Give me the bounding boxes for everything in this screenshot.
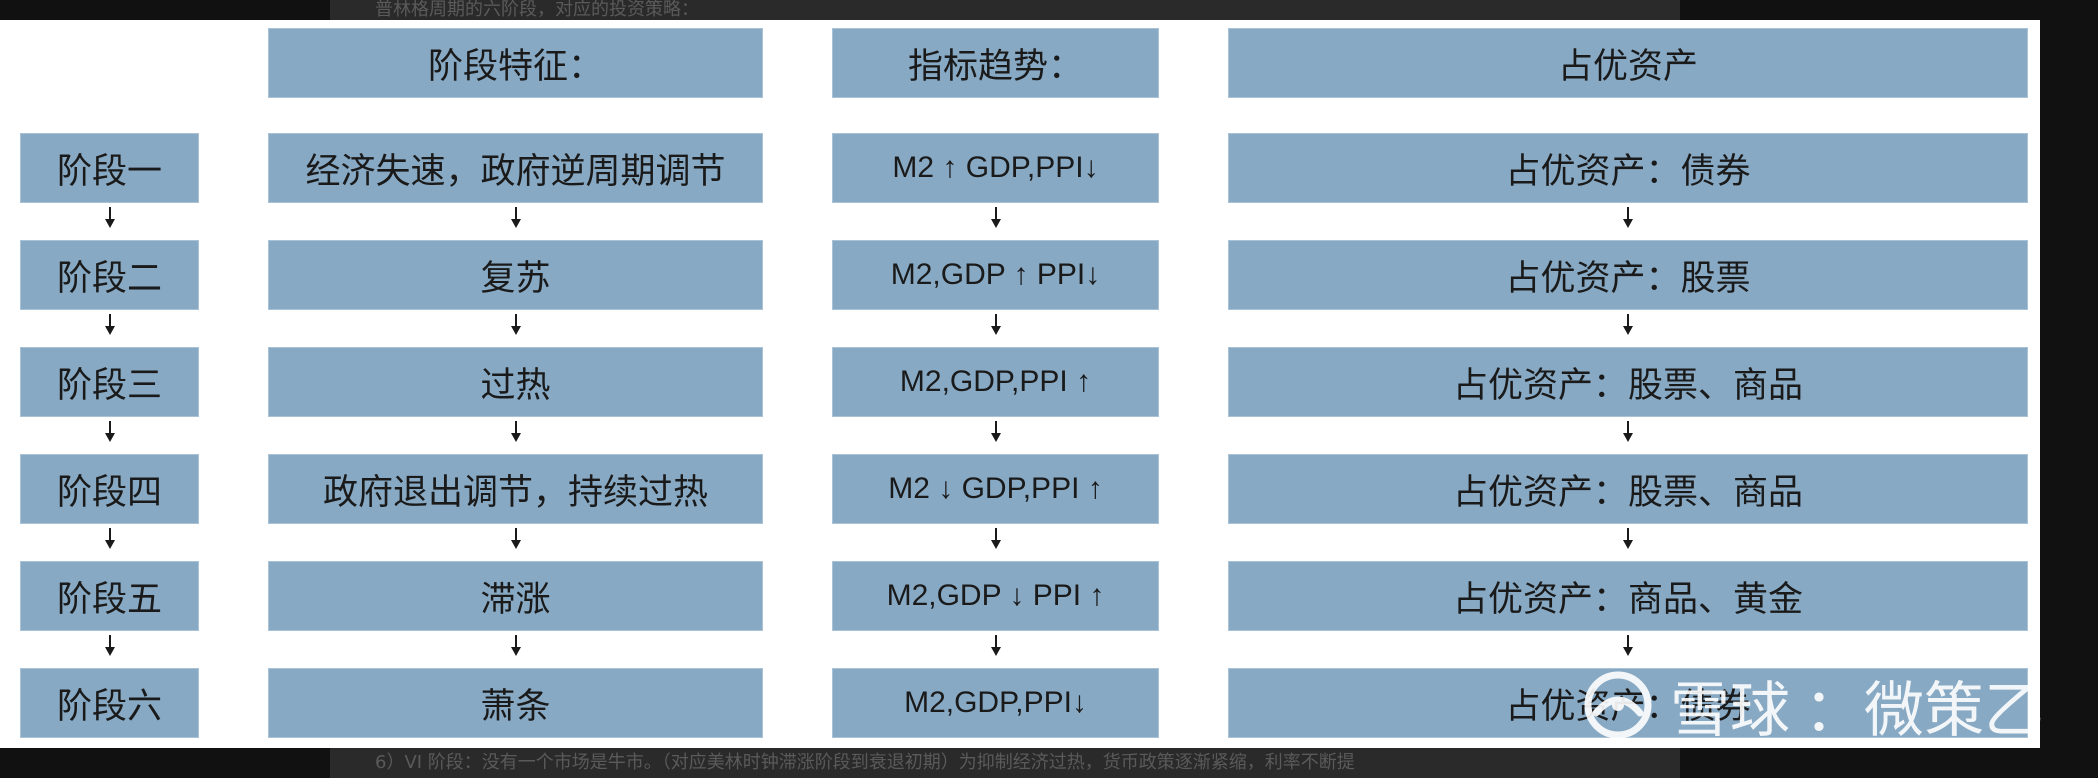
stage-label: 阶段四 — [20, 454, 199, 524]
stage-indicator: M2,GDP ↓ PPI ↑ — [832, 561, 1159, 631]
watermark-author: ：微策乙 — [1804, 675, 2044, 746]
stage-label: 阶段五 — [20, 561, 199, 631]
header-features: 阶段特征： — [268, 28, 763, 98]
stage-asset: 占优资产：股票、商品 — [1228, 347, 2028, 417]
header-indicators: 指标趋势： — [832, 28, 1159, 98]
bottom-caption: 6）VI 阶段：没有一个市场是牛市。（对应美林时钟滞涨阶段到衰退初期）为抑制经济… — [330, 748, 1680, 778]
stage-feature: 经济失速，政府逆周期调节 — [268, 133, 763, 203]
stage-asset: 占优资产：商品、黄金 — [1228, 561, 2028, 631]
investment-strategy-diagram: 阶段特征： 指标趋势： 占优资产 阶段一经济失速，政府逆周期调节 M2 ↑ GDP… — [0, 20, 2040, 748]
stage-asset: 占优资产：股票 — [1228, 240, 2028, 310]
stage-indicator: M2,GDP,PPI↓ — [832, 668, 1159, 738]
stage-feature: 政府退出调节，持续过热 — [268, 454, 763, 524]
stage-label: 阶段三 — [20, 347, 199, 417]
stage-indicator: M2 ↑ GDP,PPI↓ — [832, 133, 1159, 203]
stage-label: 阶段二 — [20, 240, 199, 310]
stage-indicator: M2,GDP,PPI ↑ — [832, 347, 1159, 417]
header-assets: 占优资产 — [1228, 28, 2028, 98]
stage-label: 阶段六 — [20, 668, 199, 738]
stage-label: 阶段一 — [20, 133, 199, 203]
watermark: 雪球 ：微策乙 — [1580, 665, 2044, 746]
stage-feature: 复苏 — [268, 240, 763, 310]
watermark-brand: 雪球 — [1670, 675, 1790, 746]
stage-asset: 占优资产：债券 — [1228, 133, 2028, 203]
stage-feature: 滞涨 — [268, 561, 763, 631]
stage-feature: 萧条 — [268, 668, 763, 738]
stage-feature: 过热 — [268, 347, 763, 417]
xueqiu-logo-icon — [1580, 667, 1656, 743]
stage-indicator: M2 ↓ GDP,PPI ↑ — [832, 454, 1159, 524]
top-caption: 普林格周期的六阶段，对应的投资策略： — [330, 0, 1680, 20]
stage-asset: 占优资产：股票、商品 — [1228, 454, 2028, 524]
stage-indicator: M2,GDP ↑ PPI↓ — [832, 240, 1159, 310]
